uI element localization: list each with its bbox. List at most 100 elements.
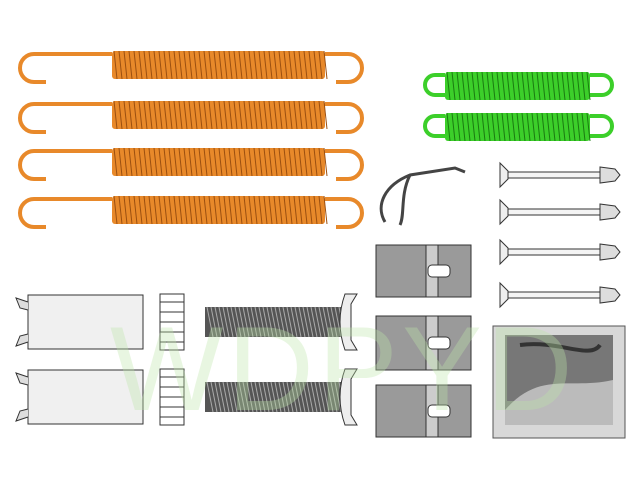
coil-line [193, 147, 198, 177]
thread-line [334, 381, 342, 413]
thread-line [238, 381, 246, 413]
coil-line [143, 147, 148, 177]
coil-line [168, 50, 173, 80]
coil-line [238, 147, 243, 177]
thread-line [302, 306, 310, 338]
coil-line [183, 100, 188, 130]
coil-line [238, 195, 243, 225]
coil-line [293, 147, 298, 177]
coil-line [536, 71, 541, 101]
coil-line [213, 195, 218, 225]
coil-line [516, 71, 521, 101]
pin-head [499, 161, 509, 189]
coil-line [456, 71, 461, 101]
coil-line [268, 50, 273, 80]
spring-hook [325, 102, 364, 134]
coil-line [516, 112, 521, 142]
coil-line [238, 100, 243, 130]
coil-line [193, 50, 198, 80]
thread-line [298, 306, 306, 338]
coil-line [511, 112, 516, 142]
thread-line [314, 306, 322, 338]
retaining-clips [375, 244, 472, 438]
thread-line [322, 381, 330, 413]
coil-line [313, 195, 318, 225]
coil-line [471, 71, 476, 101]
coil-line [163, 50, 168, 80]
coil-line [133, 147, 138, 177]
coil-line [581, 71, 586, 101]
sleeve-fork [15, 297, 29, 347]
coil-line [298, 147, 303, 177]
coil-line [128, 100, 133, 130]
coil-line [308, 50, 313, 80]
coil-line [183, 50, 188, 80]
pin-shaft [507, 248, 601, 256]
coil-line [158, 147, 163, 177]
coil-line [466, 71, 471, 101]
coil-line [158, 195, 163, 225]
adjuster-sleeve [27, 294, 144, 350]
coil-line [263, 195, 268, 225]
coil-line [451, 112, 456, 142]
thread-line [218, 306, 226, 338]
coil-line [581, 112, 586, 142]
coil-line [193, 195, 198, 225]
coil-line [313, 100, 318, 130]
coil-line [496, 112, 501, 142]
coil-line [248, 50, 253, 80]
coil-line [566, 71, 571, 101]
coil-line [308, 195, 313, 225]
coil-line [188, 195, 193, 225]
coil-line [158, 50, 163, 80]
thread-line [242, 306, 250, 338]
thread-line [234, 381, 242, 413]
pin-shaft [507, 208, 601, 216]
orange-springs [18, 50, 364, 229]
coil-line [461, 112, 466, 142]
thread-line [266, 381, 274, 413]
coil-line [228, 100, 233, 130]
thread-line [222, 381, 230, 413]
coil-line [481, 112, 486, 142]
pin-tip [599, 203, 621, 221]
coil-line [506, 71, 511, 101]
thread-line [322, 306, 330, 338]
thread-line [254, 381, 262, 413]
coil-line [123, 100, 128, 130]
coil-line [303, 100, 308, 130]
coil-line [148, 195, 153, 225]
coil-line [233, 100, 238, 130]
coil-line [223, 147, 228, 177]
coil-line [133, 195, 138, 225]
coil-line [153, 50, 158, 80]
coil-line [268, 147, 273, 177]
coil-line [293, 195, 298, 225]
thread-line [318, 381, 326, 413]
spring-hook [325, 149, 364, 181]
coil-line [143, 195, 148, 225]
coil-line [546, 71, 551, 101]
coil-line [258, 100, 263, 130]
coil-line [163, 195, 168, 225]
coil-line [188, 50, 193, 80]
thread-line [282, 381, 290, 413]
coil-line [313, 50, 318, 80]
coil-line [531, 112, 536, 142]
thread-line [318, 306, 326, 338]
thread-line [274, 381, 282, 413]
thread-line [306, 381, 314, 413]
coil-line [278, 195, 283, 225]
coil-line [526, 112, 531, 142]
coil-line [273, 100, 278, 130]
coil-line [138, 100, 143, 130]
coil-line [148, 147, 153, 177]
coil-line [283, 100, 288, 130]
coil-line [208, 147, 213, 177]
coil-line [288, 50, 293, 80]
thread-line [266, 306, 274, 338]
coil-line [283, 147, 288, 177]
thread-line [214, 306, 222, 338]
coil-line [223, 195, 228, 225]
